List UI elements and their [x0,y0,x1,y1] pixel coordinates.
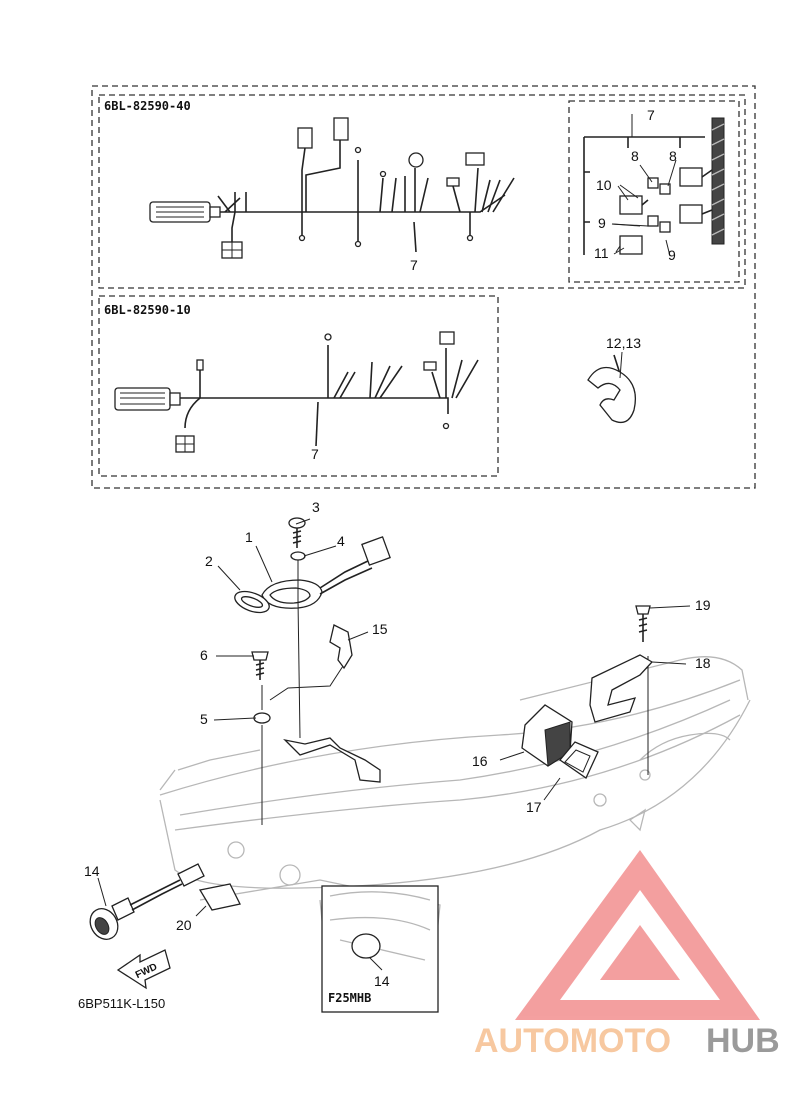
callout-10: 10 [596,177,612,193]
washer-small [253,712,271,724]
watermark-text-1: AUTOMOTO [474,1022,671,1060]
kit-code-lower: 6BL-82590-10 [104,303,191,317]
callout-7-lower: 7 [311,446,319,462]
callout-14-main: 14 [84,863,100,879]
callout-20: 20 [176,917,192,933]
callout-11: 11 [594,245,609,261]
callout-2: 2 [205,553,213,569]
clip [329,624,353,670]
callout-18: 18 [695,655,711,671]
harness-kit-frame [91,85,756,489]
upper-kit-frame [98,94,746,289]
callout-1: 1 [245,529,253,545]
callout-8-right: 8 [669,148,677,164]
label-sticker [198,883,241,911]
bolt-right [635,605,651,642]
callout-9-left: 9 [598,215,606,231]
callout-7-detail: 7 [647,107,655,123]
callout-19: 19 [695,597,711,613]
watermark-text-2: HUB [706,1022,780,1060]
screw [288,517,306,548]
callout-4: 4 [337,533,345,549]
figure-code: 6BP511K-L150 [78,996,165,1011]
callout-3: 3 [312,499,320,515]
wire-harness-upper [149,117,515,259]
switch-seal [559,741,599,779]
connector-detail-frame [568,100,740,283]
callout-15: 15 [372,621,388,637]
holder [589,654,654,723]
cord-plug [89,863,205,940]
washer [290,551,306,561]
bottom-cowling [159,656,751,1001]
grommet [261,536,391,609]
callout-6: 6 [200,647,208,663]
callout-12-13: 12,13 [606,335,641,351]
callout-5: 5 [200,711,208,727]
wire-harness-lower [114,331,479,453]
clamp [587,354,637,424]
bracket [283,737,381,783]
callout-14-inset: 14 [374,973,390,989]
callout-16: 16 [472,753,488,769]
connector-detail [583,117,725,257]
lower-kit-frame [98,295,499,477]
forward-arrow-icon: FWD [116,949,171,990]
callout-8-left: 8 [631,148,639,164]
watermark-logo [515,850,760,1020]
inset-model-label: F25MHB [328,991,371,1005]
plug-cap [351,933,381,959]
callout-17: 17 [526,799,542,815]
bolt [251,651,269,680]
callout-9-right: 9 [668,247,676,263]
callout-7-upper: 7 [410,257,418,273]
kit-code-upper: 6BL-82590-40 [104,99,191,113]
